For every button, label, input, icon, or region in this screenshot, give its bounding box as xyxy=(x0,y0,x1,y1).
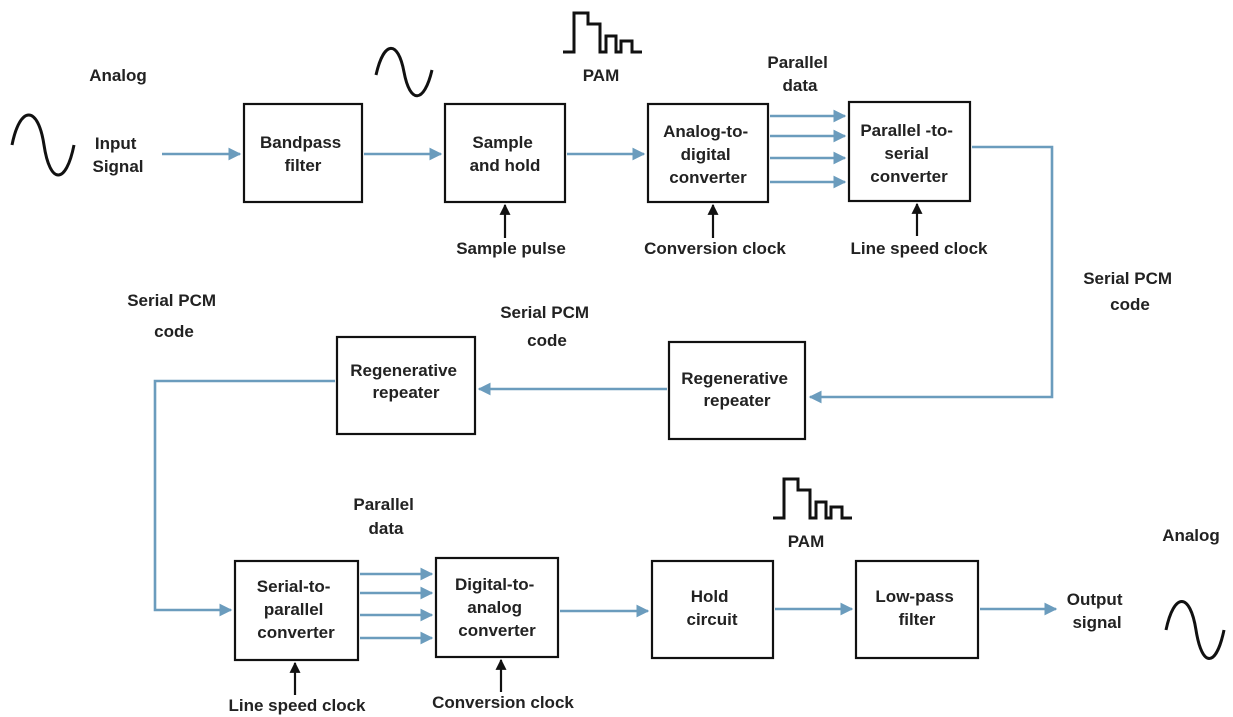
block-label-line: Low-pass xyxy=(875,587,953,606)
block-label-line: Regenerative xyxy=(350,361,457,380)
svg-text:Digital-to- analog: Digital-to- analog converter xyxy=(455,575,539,640)
block-label-line: filter xyxy=(285,156,322,175)
block-label-line: repeater xyxy=(703,391,770,410)
block-label-line: filter xyxy=(899,610,936,629)
lowpass-filter-block: Low-pass filter xyxy=(854,559,980,660)
block-label-line: Serial-to- xyxy=(257,577,331,596)
output-signal-line: signal xyxy=(1072,613,1121,632)
block-label-line: Regenerative xyxy=(681,369,788,388)
block-label-line: circuit xyxy=(686,610,737,629)
parallel-data-line: data xyxy=(783,76,819,95)
bandpass-filter-block: Bandpass filter xyxy=(242,102,364,204)
block-label-line: converter xyxy=(870,167,948,186)
conversion-clock-top-label: Conversion clock xyxy=(644,239,786,258)
svg-text:Regenerative repeater: Regenerative repeater xyxy=(681,369,793,410)
line-speed-clock-top-label: Line speed clock xyxy=(851,239,989,258)
output-signal-line: Output xyxy=(1067,590,1123,609)
analog-out-sine-wave-icon xyxy=(1164,600,1226,660)
filtered-sine-wave-icon xyxy=(374,46,434,98)
serial-pcm-left-label: Serial PCM code xyxy=(127,291,221,341)
parallel-data-line: data xyxy=(369,519,405,538)
block-label-line: Analog-to- xyxy=(663,122,748,141)
block-label-line: converter xyxy=(257,623,335,642)
regenerative-repeater-left-block: Regenerative repeater xyxy=(335,335,477,436)
serial-pcm-line: code xyxy=(154,322,194,341)
serial-to-parallel-block: Serial-to- parallel converter xyxy=(233,559,360,662)
block-label-line: Digital-to- xyxy=(455,575,534,594)
serial-pcm-line: Serial PCM xyxy=(127,291,216,310)
repeater-left-to-stop-wire xyxy=(153,379,335,617)
analog-out-label: Analog xyxy=(1162,526,1220,545)
parallel-data-line: Parallel xyxy=(353,495,414,514)
conversion-clock-bottom-label: Conversion clock xyxy=(432,693,574,712)
svg-text:Regenerative repeater: Regenerative repeater xyxy=(350,361,462,402)
svg-text:Sample and hold: Sample and hold xyxy=(470,133,541,175)
block-label-line: serial xyxy=(884,144,928,163)
block-label-line: digital xyxy=(681,145,731,164)
serial-pcm-line: code xyxy=(527,331,567,350)
serial-pcm-line: code xyxy=(1110,295,1150,314)
sample-and-hold-block: Sample and hold xyxy=(443,102,567,204)
svg-text:Analog-to- digital: Analog-to- digital converter xyxy=(663,122,753,187)
serial-to-repeater-right-wire xyxy=(808,145,1054,404)
input-signal-line: Input xyxy=(95,134,137,153)
block-label-line: converter xyxy=(669,168,747,187)
input-signal-label: Input Signal xyxy=(92,134,143,176)
block-label-line: Hold xyxy=(691,587,729,606)
analog-in-label: Analog xyxy=(89,66,147,85)
serial-pcm-middle-label: Serial PCM code xyxy=(500,303,594,350)
parallel-to-serial-block: Parallel -to- serial converter xyxy=(847,100,972,203)
block-label-line: repeater xyxy=(372,383,439,402)
block-label-line: Sample xyxy=(472,133,532,152)
serial-pcm-line: Serial PCM xyxy=(1083,269,1172,288)
svg-text:Serial-to- parallel: Serial-to- parallel converter xyxy=(257,577,335,642)
svg-text:Parallel -to- serial: Parallel -to- serial converter xyxy=(860,121,957,186)
block-label-line: parallel xyxy=(264,600,324,619)
svg-text:Bandpass filter: Bandpass filter xyxy=(260,133,346,175)
parallel-data-bottom-label: Parallel data xyxy=(353,495,418,538)
pam-bottom-label: PAM xyxy=(788,532,825,551)
block-label-line: Parallel -to- xyxy=(860,121,953,140)
block-label-line: analog xyxy=(467,598,522,617)
serial-pcm-line: Serial PCM xyxy=(500,303,589,322)
input-signal-line: Signal xyxy=(92,157,143,176)
svg-text:Hold circuit: Hold circuit xyxy=(686,587,737,629)
serial-pcm-right-label: Serial PCM code xyxy=(1083,269,1177,314)
parallel-data-top-label: Parallel data xyxy=(767,53,832,95)
dac-block: Digital-to- analog converter xyxy=(434,556,560,659)
pam-bottom-waveform-icon xyxy=(773,477,852,520)
output-signal-label: Output signal xyxy=(1067,590,1127,632)
block-label-line: Bandpass xyxy=(260,133,341,152)
adc-block: Analog-to- digital converter xyxy=(646,102,770,204)
block-label-line: and hold xyxy=(470,156,541,175)
parallel-data-line: Parallel xyxy=(767,53,828,72)
pam-top-waveform-icon xyxy=(563,11,642,54)
block-label-line: converter xyxy=(458,621,536,640)
line-speed-clock-bottom-label: Line speed clock xyxy=(229,696,367,715)
analog-in-sine-wave-icon xyxy=(10,113,76,177)
regenerative-repeater-right-block: Regenerative repeater xyxy=(667,340,807,441)
pam-top-label: PAM xyxy=(583,66,620,85)
svg-text:Low-pass filter: Low-pass filter xyxy=(875,587,958,629)
hold-circuit-block: Hold circuit xyxy=(650,559,775,660)
sample-pulse-label: Sample pulse xyxy=(456,239,566,258)
